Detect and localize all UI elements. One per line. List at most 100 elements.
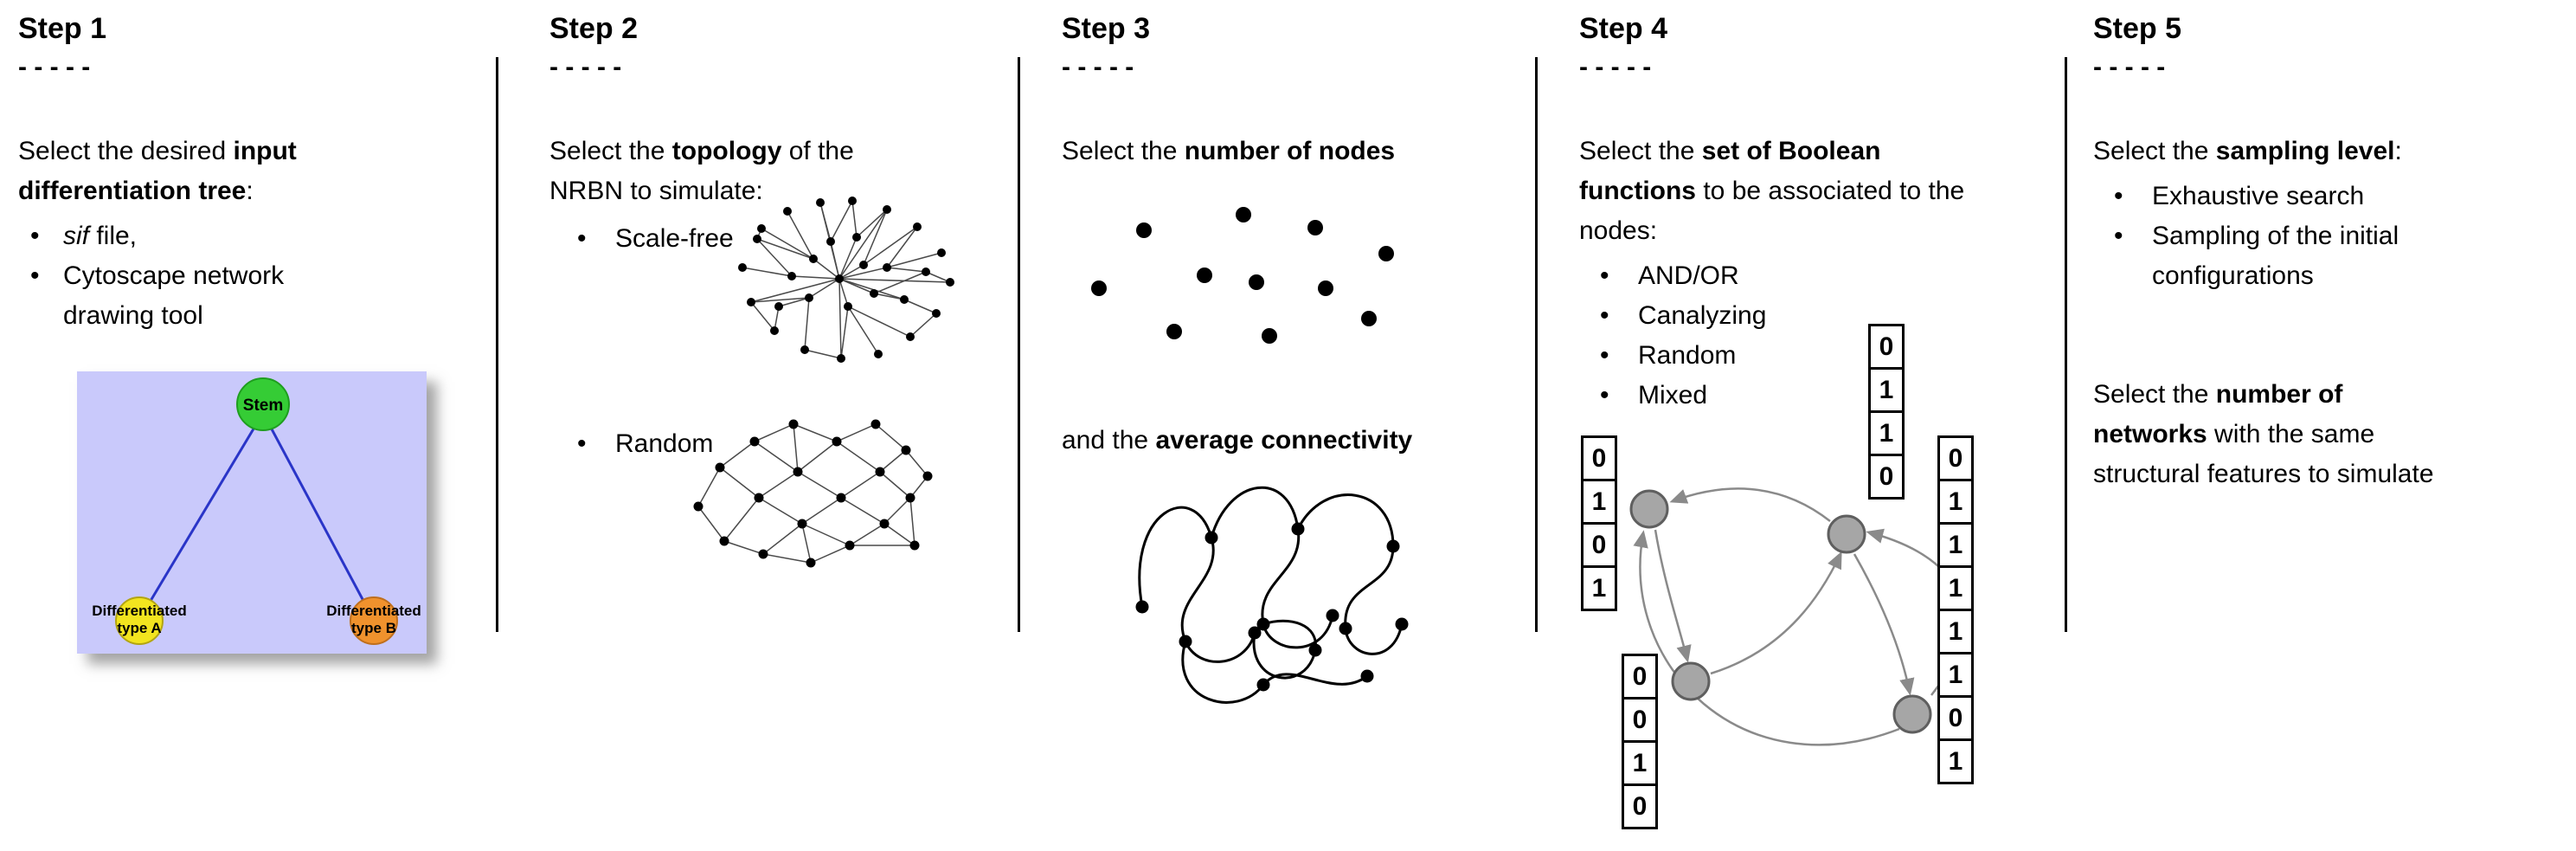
- truth-table-cell: 1: [1937, 479, 1974, 525]
- network-node-dot: [875, 467, 885, 477]
- truth-table-cell: 1: [1622, 740, 1658, 786]
- bullet-marker: •: [577, 224, 587, 253]
- network-node-dot: [754, 493, 764, 503]
- connectivity-node-dot: [1308, 643, 1322, 657]
- connectivity-node-dot: [1395, 617, 1409, 631]
- bullet-text-rest: file,: [89, 222, 138, 250]
- boolean-node: [1671, 661, 1711, 701]
- truth-table-bottom: 0 0 1 0: [1622, 654, 1658, 829]
- network-edge: [801, 497, 842, 525]
- type-b-label-line1: Differentiated: [326, 603, 421, 619]
- network-edge: [761, 228, 814, 260]
- network-node-dot: [1307, 220, 1323, 235]
- truth-table-cell: 1: [1581, 479, 1617, 525]
- network-edge: [801, 523, 812, 564]
- network-node-dot: [909, 540, 920, 551]
- network-node-dot: [870, 289, 878, 298]
- network-node-dot: [788, 419, 799, 429]
- truth-table-cell: 1: [1937, 738, 1974, 784]
- bullet-text: Random: [1638, 341, 1737, 370]
- network-edge: [719, 441, 755, 468]
- boolean-node: [1827, 514, 1866, 554]
- network-edge: [847, 306, 879, 355]
- network-node-dot: [805, 293, 813, 302]
- network-node-dot: [1318, 280, 1333, 296]
- network-edge: [762, 553, 812, 564]
- bullet-text: Random: [615, 429, 714, 458]
- network-node-dot: [937, 248, 946, 257]
- network-edge: [804, 297, 810, 351]
- network-node-dot: [774, 302, 783, 311]
- network-edge: [754, 423, 794, 442]
- network-edge: [851, 200, 858, 238]
- connectivity-node-dot: [1256, 617, 1270, 631]
- bullet-marker: •: [30, 222, 40, 250]
- network-edge: [723, 540, 764, 555]
- network-node-dot: [693, 501, 703, 512]
- column-divider: [1018, 57, 1020, 632]
- connectivity-node-dot: [1360, 669, 1374, 683]
- network-edge: [719, 467, 760, 499]
- network-edge: [873, 293, 905, 300]
- nodes-dots-graphic: [1091, 207, 1394, 344]
- intro-text: :: [2394, 137, 2402, 165]
- network-node-dot: [753, 235, 761, 243]
- network-arrow: [1669, 487, 1831, 522]
- network-edge: [886, 252, 942, 268]
- connectivity-node-dot: [1256, 678, 1270, 692]
- network-edge: [758, 471, 799, 499]
- truth-table-cell: 0: [1622, 783, 1658, 829]
- connectivity-curve: [1296, 493, 1404, 655]
- network-edge: [791, 275, 840, 280]
- intro-text: Select the: [549, 137, 672, 165]
- type-a-node: [115, 596, 164, 645]
- network-node-dot: [835, 274, 844, 283]
- paragraph-text: structural features to simulate: [2093, 460, 2434, 488]
- network-edge: [778, 297, 810, 307]
- network-node-dot: [845, 540, 855, 551]
- network-edge: [875, 423, 907, 451]
- bullet-text: Canalyzing: [1638, 301, 1767, 330]
- connectivity-node-dot: [1179, 635, 1192, 648]
- network-node-dot: [1236, 207, 1251, 222]
- bullet-marker: •: [1600, 301, 1609, 330]
- network-arrow: [1633, 530, 1900, 746]
- network-node-dot: [905, 493, 915, 503]
- network-edge: [808, 278, 840, 299]
- dashed-separator: - - - - -: [1579, 53, 1652, 81]
- intro-text: :: [246, 177, 254, 205]
- network-node-dot: [1166, 324, 1182, 339]
- truth-table-left: 0 1 0 1: [1581, 435, 1617, 611]
- bullet-marker: •: [2114, 222, 2123, 250]
- dashed-separator: - - - - -: [549, 53, 622, 81]
- network-node-dot: [836, 493, 846, 503]
- type-a-label-line2: type A: [117, 620, 161, 636]
- bullet-marker: •: [2114, 182, 2123, 210]
- step-1-bullet-list: • sif file, • Cytoscape network drawing …: [18, 216, 496, 336]
- connectivity-curve: [1181, 641, 1368, 704]
- truth-table-cell: 0: [1868, 324, 1905, 370]
- network-node-dot: [758, 549, 768, 559]
- intro-bold-text: number of nodes: [1184, 137, 1396, 165]
- step-3-line1: Select the number of nodes: [1062, 132, 1535, 171]
- network-edge: [787, 210, 814, 260]
- connectivity-curve: [1138, 506, 1256, 663]
- network-arrow: [1654, 529, 1692, 663]
- network-edge: [750, 301, 775, 332]
- step-3-column: Step 3 - - - - - Select the number of no…: [1062, 0, 1535, 851]
- step-1-column: Step 1 - - - - - Select the desired inpu…: [18, 0, 496, 851]
- network-edge: [879, 449, 907, 473]
- network-node-dot: [800, 345, 809, 354]
- network-edge: [762, 523, 803, 555]
- truth-table-cell: 1: [1868, 410, 1905, 456]
- bullet-item-random: • Random: [577, 424, 713, 464]
- bullet-text: Exhaustive search: [2152, 182, 2365, 210]
- truth-table-right: 0 1 1 1 1 1 0 1: [1937, 435, 1974, 784]
- intro-text: Select the: [2093, 137, 2216, 165]
- truth-table-top: 0 1 1 0: [1868, 324, 1905, 500]
- network-edge: [756, 238, 814, 260]
- step-3-title: Step 3: [1062, 12, 1151, 45]
- average-connectivity-graphic: [1135, 486, 1409, 704]
- bullet-marker: •: [30, 261, 40, 290]
